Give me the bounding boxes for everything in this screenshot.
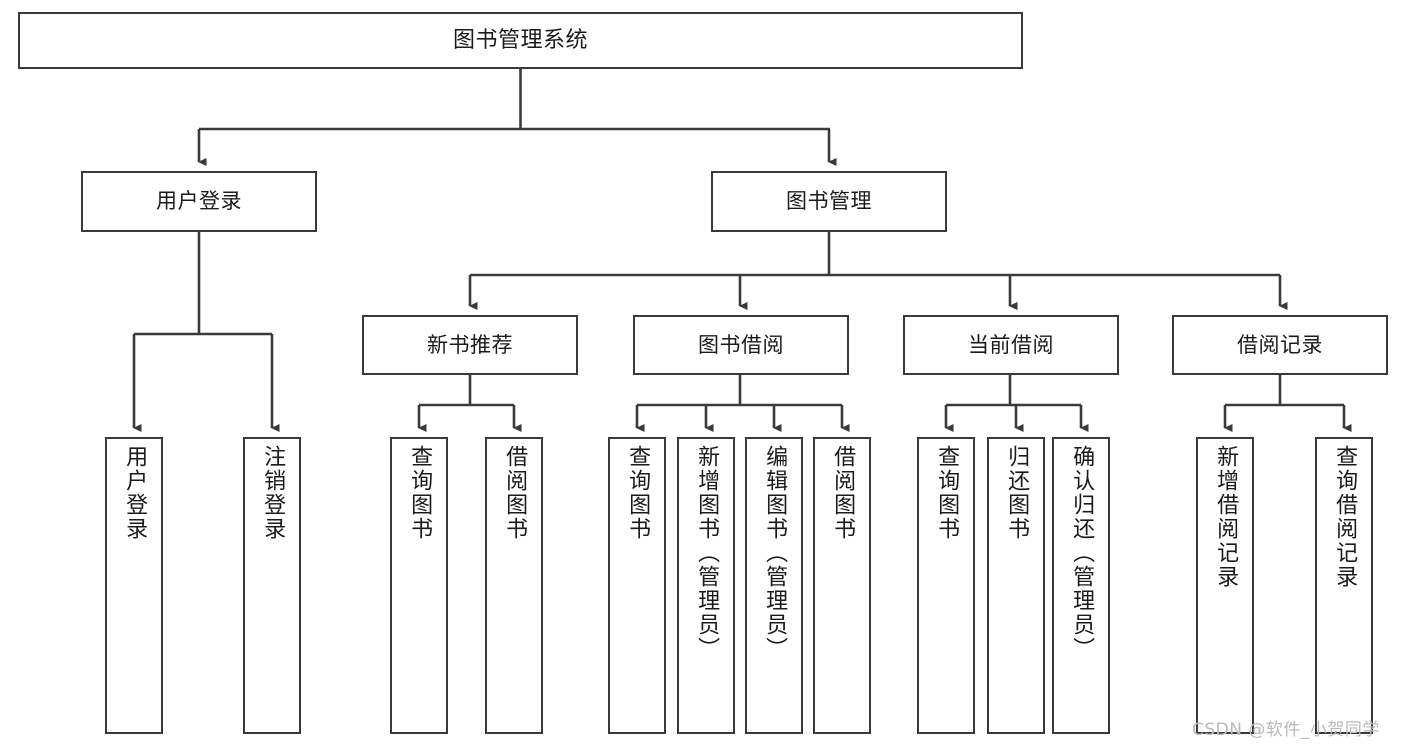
- leaf-add-book-admin-label: 新增图书（管理员）: [694, 445, 720, 661]
- node-root-label: 图书管理系统: [452, 27, 588, 53]
- leaf-return-book[interactable]: 归还图书: [987, 437, 1045, 734]
- node-book-management-label: 图书管理: [786, 189, 872, 214]
- node-new-book-recommend-label: 新书推荐: [427, 332, 513, 357]
- node-borrow-record-label: 借阅记录: [1237, 332, 1323, 357]
- leaf-borrow-book-label: 借阅图书: [830, 445, 856, 541]
- leaf-add-book-admin[interactable]: 新增图书（管理员）: [677, 437, 735, 734]
- leaf-user-login-label: 用户登录: [122, 445, 148, 541]
- leaf-query-book-borrow[interactable]: 查询图书: [608, 437, 666, 734]
- node-borrow-record[interactable]: 借阅记录: [1172, 315, 1388, 375]
- leaf-logout-label: 注销登录: [260, 445, 286, 541]
- leaf-confirm-return-admin[interactable]: 确认归还（管理员）: [1052, 437, 1110, 734]
- node-current-borrow[interactable]: 当前借阅: [903, 315, 1119, 375]
- node-new-book-recommend[interactable]: 新书推荐: [362, 315, 578, 375]
- node-root[interactable]: 图书管理系统: [18, 12, 1023, 69]
- leaf-borrow-book-recommend-label: 借阅图书: [502, 445, 528, 541]
- leaf-borrow-book-recommend[interactable]: 借阅图书: [485, 437, 543, 734]
- leaf-confirm-return-admin-label: 确认归还（管理员）: [1069, 445, 1095, 661]
- leaf-query-book-recommend[interactable]: 查询图书: [390, 437, 448, 734]
- node-book-borrow[interactable]: 图书借阅: [633, 315, 849, 375]
- csdn-watermark: CSDN @软件_小贺同学: [1192, 720, 1380, 740]
- leaf-query-book-current[interactable]: 查询图书: [917, 437, 975, 734]
- leaf-add-borrow-record[interactable]: 新增借阅记录: [1196, 437, 1254, 734]
- leaf-edit-book-admin-label: 编辑图书（管理员）: [762, 445, 788, 661]
- leaf-borrow-book[interactable]: 借阅图书: [813, 437, 871, 734]
- leaf-return-book-label: 归还图书: [1004, 445, 1030, 541]
- leaf-query-book-current-label: 查询图书: [934, 445, 960, 541]
- leaf-query-book-recommend-label: 查询图书: [407, 445, 433, 541]
- leaf-edit-book-admin[interactable]: 编辑图书（管理员）: [745, 437, 803, 734]
- leaf-query-borrow-record-label: 查询借阅记录: [1332, 445, 1358, 589]
- node-current-borrow-label: 当前借阅: [968, 332, 1054, 357]
- node-user-login-label: 用户登录: [156, 189, 242, 214]
- leaf-query-borrow-record[interactable]: 查询借阅记录: [1315, 437, 1373, 734]
- leaf-add-borrow-record-label: 新增借阅记录: [1213, 445, 1239, 589]
- node-user-login[interactable]: 用户登录: [81, 171, 317, 232]
- leaf-query-book-borrow-label: 查询图书: [625, 445, 651, 541]
- leaf-logout[interactable]: 注销登录: [243, 437, 301, 734]
- leaf-user-login[interactable]: 用户登录: [105, 437, 163, 734]
- node-book-management[interactable]: 图书管理: [711, 171, 947, 232]
- node-book-borrow-label: 图书借阅: [698, 332, 784, 357]
